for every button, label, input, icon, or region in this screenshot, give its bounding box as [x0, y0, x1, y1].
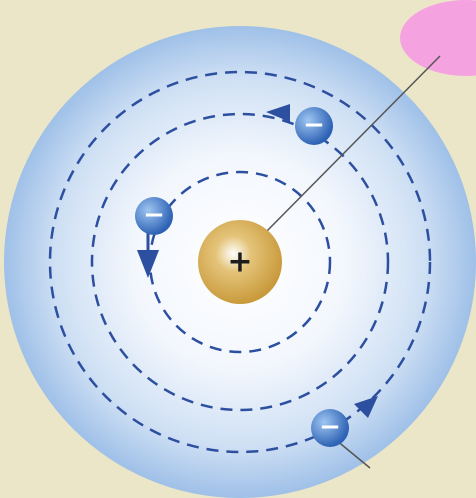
electron-sign: − — [303, 110, 325, 140]
electron-sign: − — [143, 200, 165, 230]
nucleus-sign: + — [227, 245, 252, 280]
electron-sign: − — [319, 412, 341, 442]
